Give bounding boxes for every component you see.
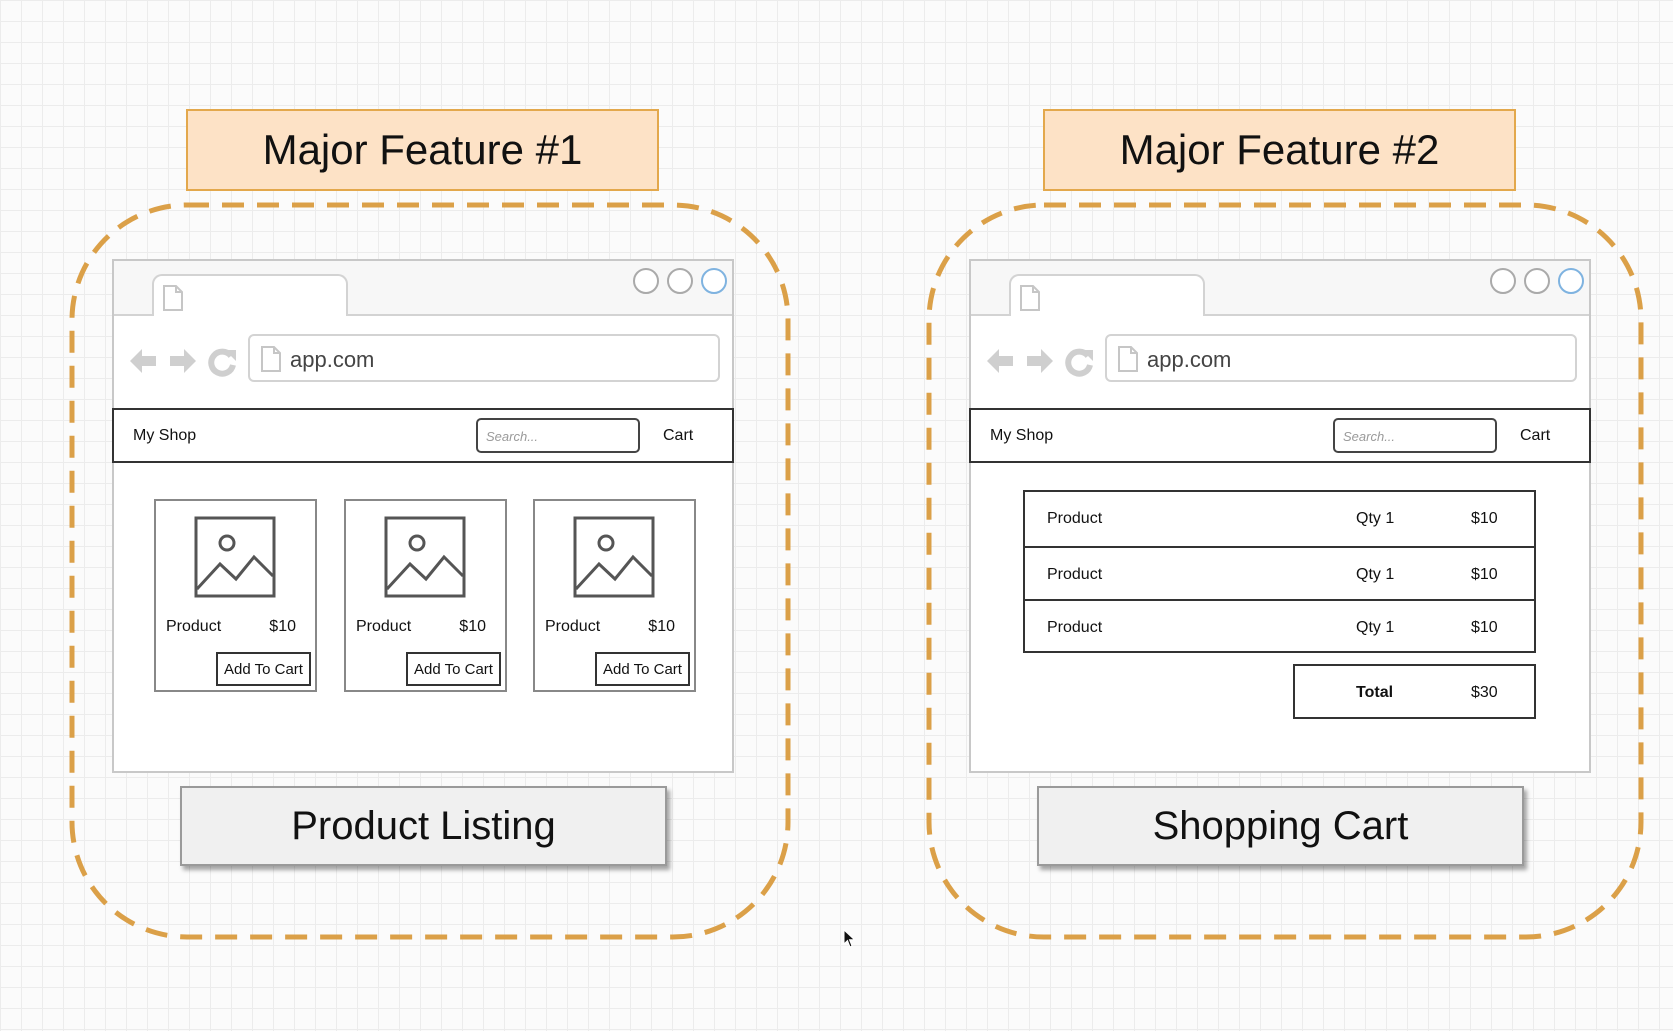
add-to-cart-button[interactable]: Add To Cart	[595, 652, 690, 686]
cart-row-qty: Qty 1	[1356, 619, 1395, 636]
feature-1-browser-mockup: app.com My Shop Search... Cart Product $…	[112, 259, 734, 773]
cart-row-price: $10	[1471, 510, 1498, 527]
product-card: Product $10 Add To Cart	[344, 499, 507, 692]
total-value: $30	[1471, 684, 1498, 701]
feature-2-browser-mockup: app.com My Shop Search... Cart Product Q…	[969, 259, 1591, 773]
document-icon	[1118, 346, 1138, 372]
window-minimize-button[interactable]	[633, 268, 659, 294]
cart-link[interactable]: Cart	[1520, 427, 1551, 444]
feature-1-title: Major Feature #1	[186, 109, 659, 191]
product-name: Product	[356, 618, 412, 635]
browser-tab[interactable]	[152, 274, 348, 316]
cart-row-price: $10	[1471, 566, 1498, 583]
cart-row-qty: Qty 1	[1356, 510, 1395, 527]
cart-row: Product Qty 1 $10	[1025, 599, 1534, 653]
add-to-cart-button[interactable]: Add To Cart	[406, 652, 501, 686]
search-input[interactable]: Search...	[1333, 418, 1497, 453]
url-text: app.com	[1147, 347, 1232, 372]
forward-arrow-icon[interactable]	[168, 347, 198, 375]
cart-table: Product Qty 1 $10 Product Qty 1 $10 Prod…	[1023, 490, 1536, 653]
shop-navbar: My Shop Search... Cart	[969, 408, 1591, 463]
document-icon	[1020, 285, 1040, 311]
refresh-icon[interactable]	[208, 347, 238, 377]
cart-row-price: $10	[1471, 619, 1498, 636]
product-price: $10	[459, 618, 486, 635]
cart-link[interactable]: Cart	[663, 427, 694, 444]
total-label: Total	[1356, 684, 1394, 701]
image-placeholder-icon	[194, 516, 276, 598]
document-icon	[261, 346, 281, 372]
shop-brand-link[interactable]: My Shop	[990, 427, 1054, 444]
image-placeholder-icon	[384, 516, 466, 598]
window-close-button[interactable]	[1558, 268, 1584, 294]
mouse-cursor-icon	[843, 929, 856, 948]
browser-tab[interactable]	[1009, 274, 1205, 316]
address-bar[interactable]: app.com	[248, 334, 720, 382]
url-text: app.com	[290, 347, 375, 372]
product-price: $10	[269, 618, 296, 635]
browser-tab-strip	[114, 261, 732, 316]
product-price: $10	[648, 618, 675, 635]
window-minimize-button[interactable]	[1490, 268, 1516, 294]
document-icon	[163, 285, 183, 311]
search-input[interactable]: Search...	[476, 418, 640, 453]
back-arrow-icon[interactable]	[985, 347, 1015, 375]
add-to-cart-button[interactable]: Add To Cart	[216, 652, 311, 686]
window-maximize-button[interactable]	[1524, 268, 1550, 294]
feature-2-title: Major Feature #2	[1043, 109, 1516, 191]
shop-navbar: My Shop Search... Cart	[112, 408, 734, 463]
cart-row: Product Qty 1 $10	[1025, 492, 1534, 546]
window-close-button[interactable]	[701, 268, 727, 294]
feature-2-label: Shopping Cart	[1037, 786, 1524, 866]
browser-tab-strip	[971, 261, 1589, 316]
image-placeholder-icon	[573, 516, 655, 598]
forward-arrow-icon[interactable]	[1025, 347, 1055, 375]
cart-row-product: Product	[1047, 566, 1103, 583]
shop-brand-link[interactable]: My Shop	[133, 427, 197, 444]
product-card: Product $10 Add To Cart	[533, 499, 696, 692]
cart-total-box: Total $30	[1293, 664, 1536, 719]
product-card: Product $10 Add To Cart	[154, 499, 317, 692]
cart-row-product: Product	[1047, 510, 1103, 527]
cart-row: Product Qty 1 $10	[1025, 546, 1534, 600]
feature-1-label: Product Listing	[180, 786, 667, 866]
window-maximize-button[interactable]	[667, 268, 693, 294]
back-arrow-icon[interactable]	[128, 347, 158, 375]
cart-row-qty: Qty 1	[1356, 566, 1395, 583]
product-name: Product	[166, 618, 222, 635]
address-bar[interactable]: app.com	[1105, 334, 1577, 382]
cart-row-product: Product	[1047, 619, 1103, 636]
refresh-icon[interactable]	[1065, 347, 1095, 377]
product-name: Product	[545, 618, 601, 635]
